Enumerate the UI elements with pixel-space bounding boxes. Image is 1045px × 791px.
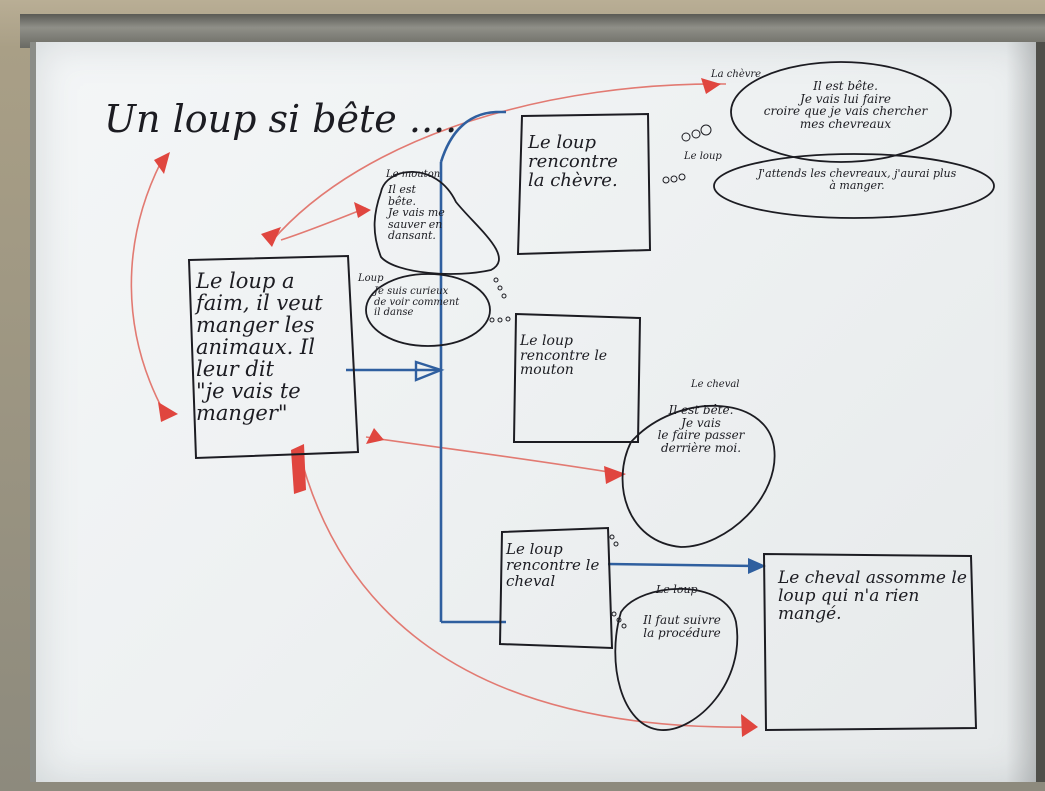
whiteboard: Un loup si bête .... Le loup a faim, il … bbox=[30, 42, 1045, 782]
red-head-4 bbox=[354, 202, 371, 218]
red-curve-top bbox=[270, 83, 727, 243]
red-head-7 bbox=[291, 444, 306, 494]
box-chevre-text: Le loup rencontre la chèvre. bbox=[528, 132, 618, 191]
box-fin-outline bbox=[762, 552, 978, 732]
bubble-loup2-label: Le loup bbox=[684, 151, 722, 162]
bubble-chevre-outline bbox=[730, 61, 952, 163]
red-head-2 bbox=[158, 402, 178, 422]
box-mouton-outline bbox=[512, 312, 642, 443]
boxes bbox=[187, 112, 978, 732]
box-start-text: Le loup a faim, il veut manger les anima… bbox=[196, 269, 323, 426]
blue-to-chevre bbox=[439, 110, 506, 163]
bubble-loup2-outline bbox=[713, 153, 995, 219]
bubble-mouton-label: Le mouton bbox=[386, 169, 441, 180]
box-cheval-outline bbox=[498, 526, 614, 650]
blue-cheval-to-fin bbox=[607, 562, 757, 568]
box-fin-text: Le cheval assomme le loup qui n'a rien m… bbox=[778, 568, 967, 624]
blue-connectors bbox=[346, 110, 757, 624]
bubble-loup3-label: Le loup bbox=[656, 583, 698, 596]
blue-arrowhead-main bbox=[414, 360, 445, 382]
blue-arrowhead-fin bbox=[748, 558, 766, 574]
board-shadow bbox=[1006, 42, 1036, 782]
red-head-5 bbox=[366, 428, 384, 444]
bubble-loup1-text: Je suis curieux de voir comment il danse bbox=[374, 286, 460, 318]
bubble-loup3-text: Il faut suivre la procédure bbox=[643, 613, 721, 640]
red-arrowheads bbox=[154, 78, 758, 737]
red-head-9 bbox=[701, 78, 721, 94]
bubble-cheval-text: Il est bête. Je vais le faire passer der… bbox=[657, 403, 745, 455]
box-start-outline bbox=[187, 254, 360, 460]
red-curve-left bbox=[130, 161, 165, 413]
box-mouton-text: Le loup rencontre le mouton bbox=[520, 333, 608, 379]
bubbles bbox=[365, 61, 995, 731]
red-head-8 bbox=[741, 714, 758, 737]
red-link-cheval bbox=[365, 436, 622, 475]
bubble-chevre-label: La chèvre bbox=[711, 69, 762, 80]
bubble-loup3-outline bbox=[614, 587, 739, 731]
bubble-mouton-text: Il est bête. Je vais me sauver en dansan… bbox=[388, 183, 445, 243]
board-title: Un loup si bête .... bbox=[104, 97, 458, 141]
bubble-cheval-label: Le cheval bbox=[691, 379, 740, 390]
red-head-1 bbox=[154, 152, 170, 174]
box-cheval-text: Le loup rencontre le cheval bbox=[506, 540, 600, 590]
box-chevre-outline bbox=[516, 112, 652, 256]
bubble-cheval-outline bbox=[621, 404, 776, 548]
red-link-mouton bbox=[280, 207, 367, 241]
bubble-loup1-outline bbox=[365, 273, 491, 347]
bubble-loup2-text: J'attends les chevreaux, j'aurai plus à … bbox=[757, 167, 957, 192]
bubble-mouton-outline bbox=[373, 170, 500, 275]
red-head-6 bbox=[604, 466, 626, 484]
bubble-loup1-label: Loup bbox=[358, 273, 384, 284]
red-head-3 bbox=[261, 227, 281, 247]
thought-dots bbox=[489, 124, 712, 629]
marker-drawings bbox=[130, 61, 995, 737]
bubble-chevre-text: Il est bête. Je vais lui faire croire qu… bbox=[763, 79, 928, 131]
